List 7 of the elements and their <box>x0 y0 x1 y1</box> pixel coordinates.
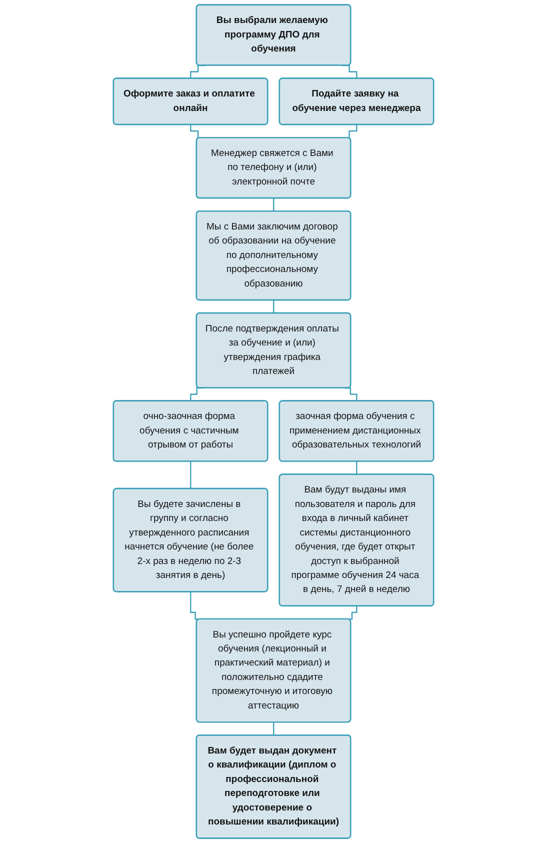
connector <box>190 460 192 490</box>
connector <box>273 300 274 314</box>
connector <box>190 591 200 620</box>
connector <box>347 606 358 620</box>
connector <box>273 198 274 212</box>
connector <box>356 460 358 476</box>
connector <box>273 722 274 736</box>
